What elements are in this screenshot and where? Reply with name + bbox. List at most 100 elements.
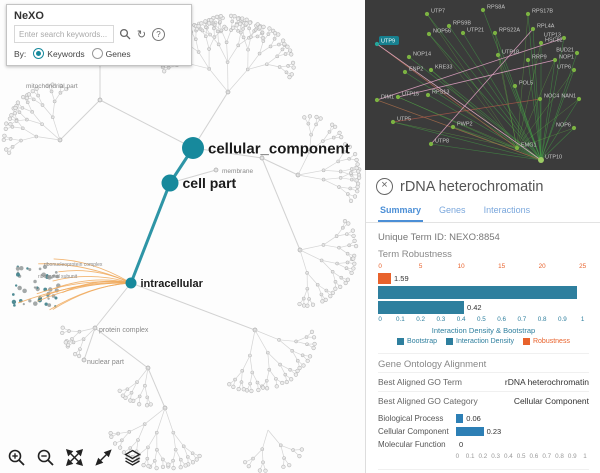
fit-to-screen-button[interactable] bbox=[64, 447, 84, 467]
tree-leaf-node bbox=[312, 341, 317, 347]
tree-leaf-node bbox=[295, 368, 300, 374]
network-node-RPL4A[interactable] bbox=[530, 26, 536, 32]
network-node-NOP6[interactable] bbox=[571, 125, 577, 131]
network-node-NOP1[interactable] bbox=[552, 57, 558, 63]
network-node-NOC4[interactable] bbox=[537, 96, 543, 102]
network-node-NAN1[interactable] bbox=[576, 96, 582, 102]
tree-term-label[interactable]: protein complex bbox=[99, 327, 149, 334]
tree-leaf-node bbox=[228, 13, 234, 18]
network-node-ENP2[interactable] bbox=[402, 69, 408, 75]
axis-tick: 0.7 bbox=[542, 453, 552, 460]
zoom-out-button[interactable] bbox=[35, 447, 55, 467]
tree-leaf-node bbox=[12, 111, 18, 116]
tree-node-cellular_component[interactable] bbox=[182, 137, 204, 159]
tree-term-label[interactable]: mitochondrial part bbox=[26, 83, 78, 90]
network-node-label: UTP6 bbox=[557, 65, 571, 71]
network-node-NOP14[interactable] bbox=[406, 54, 412, 60]
network-node-UTP15[interactable] bbox=[395, 94, 401, 100]
network-node-label: UTP8 bbox=[435, 139, 449, 145]
radio-genes[interactable]: Genes bbox=[91, 48, 131, 59]
tree-leaf-node bbox=[196, 24, 201, 29]
fit-selected-button[interactable] bbox=[93, 447, 113, 467]
bar-interaction-density bbox=[378, 301, 464, 314]
network-node-UTP18[interactable] bbox=[495, 52, 501, 58]
network-node-UTP5[interactable] bbox=[390, 119, 396, 125]
layers-button[interactable] bbox=[122, 447, 142, 467]
axis-tick: 0.4 bbox=[456, 316, 466, 323]
detail-body: Unique Term ID: NEXO:8854 Term Robustnes… bbox=[366, 223, 600, 473]
network-node-RRP9[interactable] bbox=[525, 57, 531, 63]
tree-node-intracellular[interactable] bbox=[125, 277, 137, 289]
search-icon[interactable] bbox=[118, 28, 131, 41]
network-node-UTP21[interactable] bbox=[460, 30, 466, 36]
go-chart-value: 0.06 bbox=[466, 414, 481, 423]
tree-term-label[interactable]: nuclear part bbox=[87, 359, 124, 366]
network-node-PWP2[interactable] bbox=[450, 124, 456, 130]
network-node-NOP56[interactable] bbox=[426, 31, 432, 37]
zoom-in-button[interactable] bbox=[6, 447, 26, 467]
tree-leaf-node bbox=[311, 335, 317, 340]
tree-leaf-node bbox=[356, 169, 361, 174]
tree-leaf-node bbox=[297, 365, 302, 371]
network-node-DIM1[interactable] bbox=[374, 97, 380, 103]
network-node-UTP8[interactable] bbox=[428, 141, 434, 147]
network-node-EMG1[interactable] bbox=[514, 145, 520, 151]
tree-node-label[interactable]: intracellular bbox=[141, 278, 204, 290]
tree-leaf-node bbox=[301, 363, 306, 368]
detail-tabs: Summary Genes Interactions bbox=[366, 201, 600, 223]
tree-leaf-node bbox=[345, 277, 350, 282]
tree-leaf-node bbox=[223, 26, 229, 31]
radio-keywords[interactable]: Keywords bbox=[33, 48, 85, 59]
tab-summary[interactable]: Summary bbox=[378, 201, 424, 222]
tree-node-cell-part[interactable] bbox=[161, 174, 179, 192]
network-node-RPS8A[interactable] bbox=[480, 7, 486, 13]
tree-term-label[interactable]: ribosomal subunit bbox=[38, 274, 78, 280]
close-icon[interactable]: × bbox=[376, 178, 393, 195]
x-axis-label: Interaction Density & Bootstrap bbox=[431, 326, 536, 335]
network-node-RPS17B[interactable] bbox=[525, 11, 531, 17]
tab-genes[interactable]: Genes bbox=[439, 205, 466, 215]
network-node-KRE33[interactable] bbox=[428, 67, 434, 73]
network-node-UTP13[interactable] bbox=[561, 35, 567, 41]
network-node-RPS13[interactable] bbox=[425, 92, 431, 98]
network-node-RPS9B[interactable] bbox=[446, 23, 452, 29]
tree-leaf-node bbox=[330, 290, 335, 296]
network-node-RPS22A[interactable] bbox=[492, 30, 498, 36]
tree-node-label[interactable]: cell part bbox=[183, 175, 237, 191]
tree-leaf-node bbox=[333, 124, 338, 129]
tab-interactions[interactable]: Interactions bbox=[483, 205, 531, 215]
tree-leaf-node bbox=[50, 82, 55, 87]
term-title: rDNA heterochromatin bbox=[400, 178, 544, 195]
network-node-label: PWP2 bbox=[457, 122, 473, 128]
tree-term-label[interactable]: membrane bbox=[222, 168, 253, 175]
tree-leaf-node bbox=[26, 92, 32, 97]
network-node-BUD21[interactable] bbox=[574, 50, 580, 56]
search-input[interactable] bbox=[14, 25, 114, 43]
tree-leaf-node bbox=[355, 184, 360, 189]
network-node-UTP10[interactable] bbox=[538, 157, 544, 163]
network-node-label: UTP9 bbox=[381, 39, 395, 45]
network-node-HSC82[interactable] bbox=[538, 40, 544, 46]
tree-node-label[interactable]: cellular_component bbox=[208, 140, 350, 157]
tree-leaf-node bbox=[238, 21, 243, 26]
help-icon[interactable]: ? bbox=[152, 27, 165, 41]
network-node-UTP9[interactable] bbox=[374, 41, 380, 47]
tree-leaf-node bbox=[282, 41, 287, 47]
network-node-label: POL5 bbox=[519, 81, 533, 87]
network-node-UTP6[interactable] bbox=[571, 67, 577, 73]
reset-icon[interactable]: ↻ bbox=[136, 28, 147, 41]
axis-tick: 0.7 bbox=[517, 316, 527, 323]
detail-header: × rDNA heterochromatin bbox=[366, 170, 600, 199]
tree-leaf-node bbox=[2, 133, 7, 138]
go-row-value: Cellular Component bbox=[513, 396, 589, 406]
network-node-POL5[interactable] bbox=[512, 83, 518, 89]
tree-leaf-node bbox=[339, 135, 344, 140]
network-node-UTP7[interactable] bbox=[424, 11, 430, 17]
axis-tick: 0.8 bbox=[555, 453, 564, 460]
tree-term-label[interactable]: ribonucleoprotein complex bbox=[44, 262, 103, 268]
tree-leaf-node bbox=[346, 221, 351, 226]
